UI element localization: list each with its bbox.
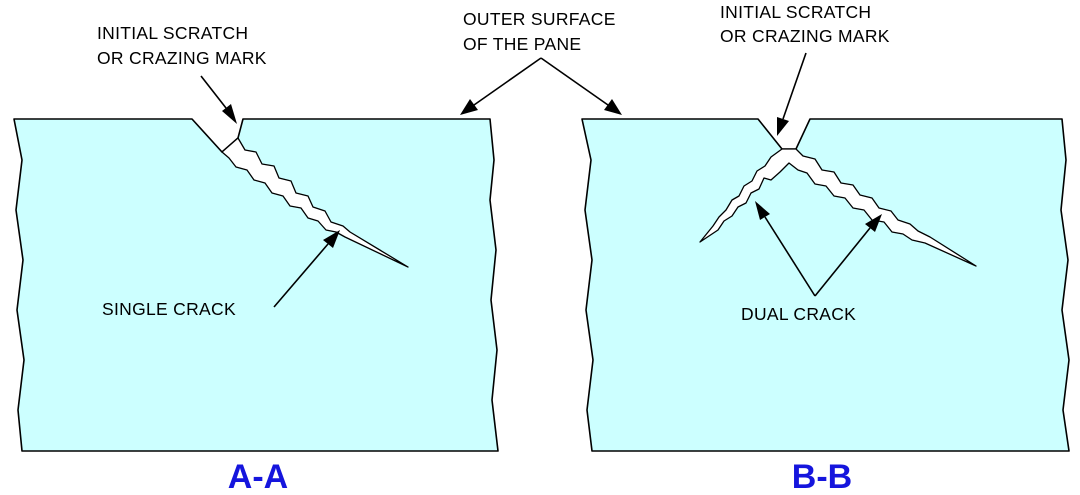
leader-outer-surface-right: [540, 57, 622, 115]
callout-left-scratch-line1: INITIAL SCRATCH: [97, 23, 248, 43]
leader-right-scratch: [777, 52, 807, 136]
pane-a-body: [13, 118, 499, 452]
leader-outer-surface-left: [460, 57, 542, 115]
section-label-a-a: A-A: [228, 458, 288, 495]
callout-outer-surface-line2: OF THE PANE: [463, 34, 581, 54]
section-label-b-b: B-B: [792, 458, 852, 495]
callout-dual-crack: DUAL CRACK: [741, 304, 856, 324]
leader-single-crack: [273, 230, 340, 308]
dual-crack-fissure: [699, 148, 977, 267]
single-crack-fissure: [221, 137, 409, 268]
callout-right-scratch-line2: OR CRAZING MARK: [720, 26, 890, 46]
callout-outer-surface-line1: OUTER SURFACE: [463, 9, 616, 29]
callout-single-crack: SINGLE CRACK: [102, 299, 236, 319]
pane-section-a-a: [13, 118, 499, 452]
callout-right-scratch-line1: INITIAL SCRATCH: [720, 2, 871, 22]
callout-left-scratch-line2: OR CRAZING MARK: [97, 48, 267, 68]
leader-lines: [200, 52, 882, 308]
leader-left-scratch: [200, 75, 237, 124]
pane-section-b-b: [581, 118, 1070, 452]
leader-dual-crack-right: [814, 214, 882, 297]
leader-dual-crack-left: [755, 201, 816, 297]
pane-b-body: [581, 118, 1070, 452]
